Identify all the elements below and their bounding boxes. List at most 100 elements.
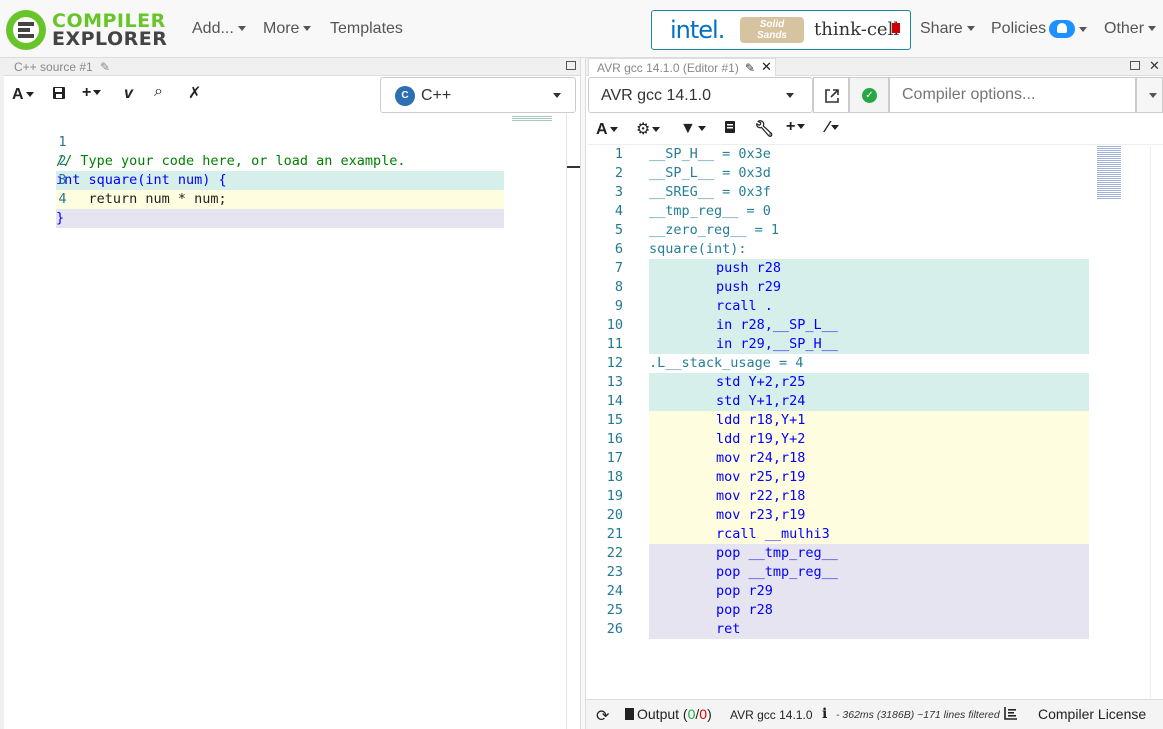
output-separator: / (695, 706, 700, 722)
source-minimap[interactable] (512, 116, 552, 122)
compiler-tab-title: AVR gcc 14.1.0 (Editor #1) (597, 61, 739, 75)
asm-line-text: in r28,__SP_L__ (649, 316, 1089, 335)
add-menu[interactable]: Add... (192, 20, 246, 38)
source-line-text: // Type your code here, or load an examp… (56, 153, 406, 169)
compile-timing: - 362ms (3186B) ~171 lines filtered (836, 709, 1000, 721)
maximize-icon[interactable] (566, 61, 576, 70)
line-number: 18 (606, 469, 623, 485)
compiler-tab[interactable]: AVR gcc 14.1.0 (Editor #1) ✎ ✕ (588, 58, 776, 76)
assembly-scrollbar[interactable] (1150, 146, 1163, 699)
line-number: 24 (606, 583, 623, 599)
add-icon[interactable]: + (82, 84, 102, 102)
solid-sands-line2: Sands (756, 30, 787, 41)
output-icon (625, 708, 634, 720)
logo-line1: COMPILER (52, 10, 166, 32)
source-editor[interactable]: 1 // Type your code here, or load an exa… (4, 114, 580, 729)
add-menu-label: Add... (192, 20, 234, 37)
more-menu[interactable]: More (263, 20, 312, 38)
source-line: 4 } (4, 171, 580, 228)
assembly-minimap[interactable] (1097, 146, 1121, 200)
font-size-icon[interactable]: A (12, 86, 34, 104)
save-icon[interactable] (52, 86, 66, 105)
line-number: 1 (614, 146, 623, 162)
wrench-icon[interactable]: 🔧︎ (754, 121, 775, 138)
search-icon[interactable]: ⌕ (154, 83, 163, 100)
close-icon[interactable]: ✕ (761, 59, 772, 74)
output-error-count: 0 (699, 706, 708, 722)
chevron-down-icon (786, 93, 794, 98)
asm-line-text: .L__stack_usage = 4 (649, 355, 804, 371)
add-tool-icon[interactable]: + (786, 118, 806, 136)
line-number: 21 (606, 526, 623, 542)
vim-icon[interactable]: v (124, 85, 133, 102)
language-label: C++ (421, 87, 452, 104)
line-number: 10 (606, 317, 623, 333)
source-line-text: } (56, 209, 504, 228)
chart-icon[interactable] (1004, 706, 1018, 723)
line-number: 16 (606, 431, 623, 447)
chevron-down-icon (553, 93, 561, 98)
line-number: 1 (58, 134, 67, 150)
refresh-icon[interactable]: ⟳ (596, 708, 610, 725)
asm-line-text: pop __tmp_reg__ (649, 544, 1089, 563)
asm-line-text: push r29 (649, 278, 1089, 297)
book-icon[interactable] (724, 120, 736, 139)
compiler-options-dropdown[interactable] (1136, 77, 1163, 113)
line-number: 6 (614, 241, 623, 257)
other-menu[interactable]: Other (1104, 20, 1157, 38)
chevron-down-icon (237, 26, 246, 32)
pencil-icon[interactable]: ✎ (745, 61, 756, 75)
asm-line-text: mov r23,r19 (649, 506, 1089, 525)
run-icon[interactable]: ✗ (188, 85, 202, 102)
font-size-icon[interactable]: A (596, 121, 618, 139)
templates-label: Templates (330, 20, 403, 37)
language-select[interactable]: C C++ (380, 77, 576, 113)
pencil-icon[interactable]: ✎ (100, 60, 111, 74)
asm-line: 5__zero_reg__ = 1 (588, 221, 1163, 240)
templates-link[interactable]: Templates (330, 20, 403, 38)
source-line: 3 return num * num; (4, 152, 580, 209)
asm-line-text: pop r29 (649, 582, 1089, 601)
compile-status-button[interactable]: ✓ (849, 77, 889, 113)
output-open-paren: ( (682, 706, 688, 722)
think-cell-logo: think-cell (814, 19, 900, 40)
source-tab-title[interactable]: C++ source #1 (14, 60, 93, 74)
share-label: Share (920, 20, 963, 37)
compiler-select[interactable]: AVR gcc 14.1.0 (588, 77, 813, 113)
share-menu[interactable]: Share (920, 20, 975, 38)
close-pane-icon[interactable]: ✕ (1149, 58, 1160, 73)
gear-icon[interactable]: ⚙ (636, 119, 661, 139)
info-icon[interactable]: i (822, 706, 828, 722)
open-compiler-info-button[interactable] (813, 77, 849, 113)
line-number: 13 (606, 374, 623, 390)
bell-icon (1049, 20, 1076, 38)
policies-menu[interactable]: Policies (991, 20, 1088, 38)
maximize-icon[interactable] (1130, 61, 1140, 70)
line-number: 9 (614, 298, 623, 314)
logo-line2: EXPLORER (52, 28, 168, 50)
pane-splitter[interactable] (580, 58, 586, 729)
output-button[interactable]: Output (0/0) (625, 706, 712, 722)
line-number: 4 (58, 191, 67, 207)
chevron-down-icon (966, 26, 975, 32)
cpp-icon: C (395, 86, 415, 106)
compiler-options-input[interactable] (889, 77, 1136, 113)
compiler-explorer-logo[interactable]: COMPILER EXPLORER (4, 6, 168, 54)
scrollbar-thumb[interactable] (567, 166, 580, 168)
asm-line-text: __SREG__ = 0x3f (649, 184, 771, 200)
compiler-license-link[interactable]: Compiler License (1038, 706, 1147, 722)
left-edge-bar (0, 58, 4, 729)
logo-icon (6, 10, 46, 50)
brush-icon[interactable]: ⁄ (826, 119, 839, 137)
output-ok-count: 0 (687, 706, 696, 722)
asm-line: 2__SP_L__ = 0x3d (588, 164, 1163, 183)
filter-icon[interactable]: ▼ (680, 120, 706, 138)
source-scrollbar[interactable] (566, 114, 580, 729)
